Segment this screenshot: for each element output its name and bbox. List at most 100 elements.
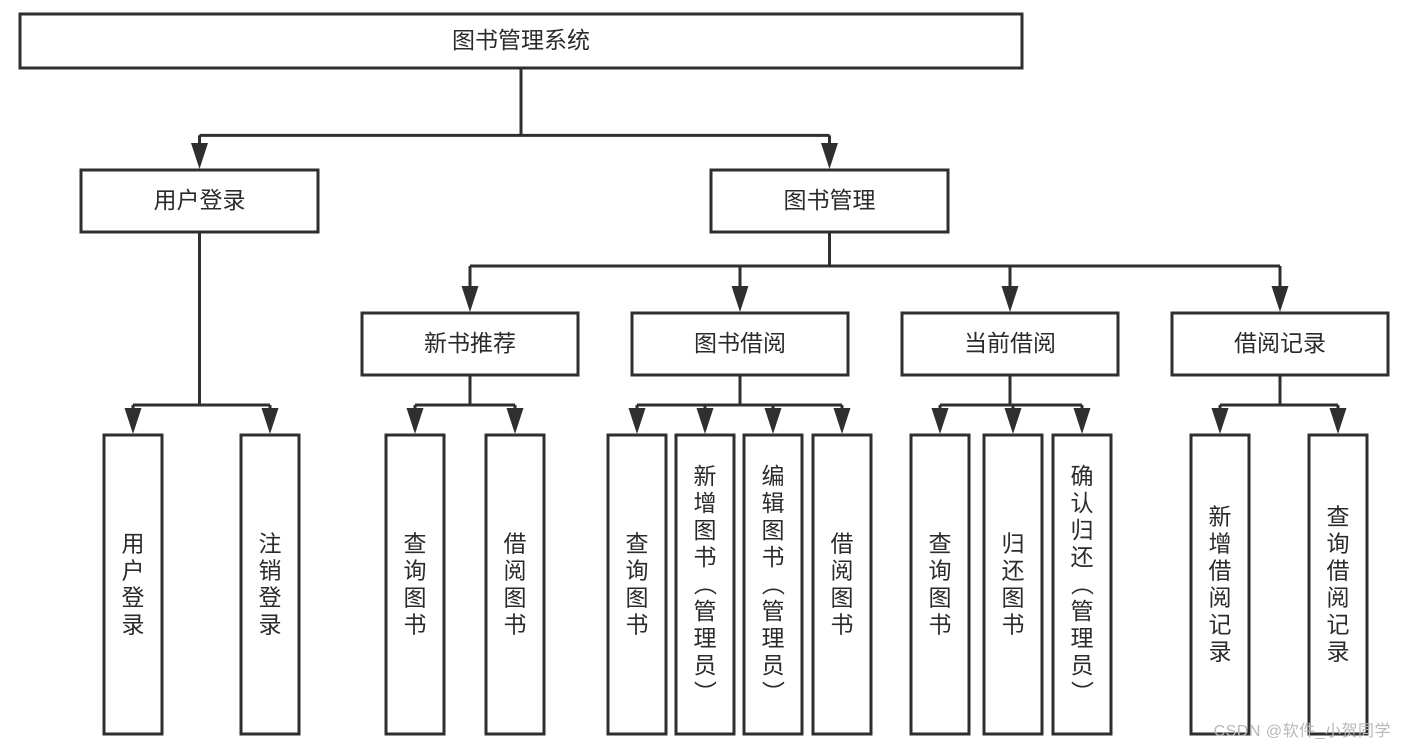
- edge-group-book-borrow: [628, 375, 851, 434]
- edge-group-new-book-recommend: [406, 375, 524, 434]
- node-label-char: 还: [1002, 558, 1025, 584]
- node-label-char: ）: [1069, 681, 1095, 704]
- node-label-char: 书: [504, 612, 527, 638]
- node-label-char: 查: [404, 531, 427, 557]
- node-label-char: 书: [929, 612, 952, 638]
- node-label-char: 书: [831, 612, 854, 638]
- node-root-root[interactable]: 图书管理系统: [18, 12, 1024, 70]
- node-label-char: 员: [762, 652, 785, 678]
- node-label-char: 增: [694, 490, 717, 516]
- node-label-char: 新: [1209, 504, 1232, 530]
- node-label-char: 注: [259, 531, 282, 557]
- node-label-char: 用: [122, 531, 145, 557]
- edge-group-root: [191, 68, 838, 169]
- node-label-char: 书: [404, 612, 427, 638]
- node-label-char: 记: [1209, 612, 1232, 638]
- nodes-layer: 图书管理系统用户登录图书管理新书推荐图书借阅当前借阅借阅记录用户登录注销登录查询…: [18, 12, 1390, 736]
- node-label-char: 归: [1071, 517, 1094, 543]
- node-label-char: 查: [1327, 504, 1350, 530]
- node-label-char: 销: [259, 558, 282, 584]
- node-label-char: 登: [259, 585, 282, 611]
- node-level3-borrow-record[interactable]: 借阅记录: [1170, 311, 1390, 377]
- edge-group-book-manage: [461, 232, 1289, 312]
- node-label-char: 图: [404, 585, 427, 611]
- node-label-char: 借: [1327, 558, 1350, 584]
- node-label-char: （: [692, 573, 718, 596]
- node-label-char: 阅: [504, 558, 527, 584]
- edge-group-user-login: [124, 232, 279, 434]
- watermark-text: CSDN @软件_小贺同学: [1213, 723, 1391, 740]
- node-label-char: 借: [504, 531, 527, 557]
- node-label-char: （: [1069, 573, 1095, 596]
- node-label-char: 管: [1071, 598, 1094, 624]
- node-label-char: 图: [626, 585, 649, 611]
- node-label-char: 新: [694, 463, 717, 489]
- node-label-char: 查: [929, 531, 952, 557]
- node-label: 新书推荐: [424, 330, 516, 356]
- node-label-char: 辑: [762, 490, 785, 516]
- node-label-char: 借: [1209, 558, 1232, 584]
- node-level3-book-borrow[interactable]: 图书借阅: [630, 311, 850, 377]
- edges-layer: [124, 68, 1347, 434]
- node-level3-current-borrow[interactable]: 当前借阅: [900, 311, 1120, 377]
- edge-group-borrow-record: [1211, 375, 1347, 434]
- node-label-char: 理: [694, 625, 717, 651]
- node-label-char: 阅: [1209, 585, 1232, 611]
- node-label-char: 归: [1002, 531, 1025, 557]
- node-label-char: 增: [1209, 531, 1232, 557]
- node-label: 图书借阅: [694, 330, 786, 356]
- node-label-char: 确: [1071, 463, 1094, 489]
- node-label-char: 阅: [831, 558, 854, 584]
- node-label-char: 图: [694, 517, 717, 543]
- node-label-char: 图: [1002, 585, 1025, 611]
- node-label-char: 书: [626, 612, 649, 638]
- node-label: 借阅记录: [1234, 330, 1326, 356]
- node-label-char: 登: [122, 585, 145, 611]
- node-label-char: 书: [694, 544, 717, 570]
- node-label: 图书管理系统: [452, 27, 590, 53]
- node-level3-new-book-recommend[interactable]: 新书推荐: [360, 311, 580, 377]
- node-label-char: 员: [694, 652, 717, 678]
- node-label-char: ）: [692, 681, 718, 704]
- node-label-char: 录: [1327, 639, 1350, 665]
- node-label-char: 询: [1327, 531, 1350, 557]
- node-label-char: 管: [762, 598, 785, 624]
- node-label-char: 借: [831, 531, 854, 557]
- node-label-char: 录: [1209, 639, 1232, 665]
- node-label-char: 编: [762, 463, 785, 489]
- edge-group-current-borrow: [931, 375, 1091, 434]
- node-label-char: 图: [762, 517, 785, 543]
- node-level2-user-login[interactable]: 用户登录: [79, 168, 320, 234]
- node-label-char: 户: [122, 558, 145, 584]
- node-label-char: 阅: [1327, 585, 1350, 611]
- node-label-char: 图: [929, 585, 952, 611]
- node-label-char: 询: [404, 558, 427, 584]
- node-label-char: 管: [694, 598, 717, 624]
- node-label: 当前借阅: [964, 330, 1056, 356]
- node-label-char: 认: [1071, 490, 1094, 516]
- node-leaf-leaf-user-login[interactable]: 用户登录: [102, 433, 164, 736]
- node-label-char: 书: [762, 544, 785, 570]
- node-level2-book-manage[interactable]: 图书管理: [709, 168, 950, 234]
- node-label-char: 录: [122, 612, 145, 638]
- node-label-char: 图: [504, 585, 527, 611]
- node-label-char: 查: [626, 531, 649, 557]
- node-label-char: （: [760, 573, 786, 596]
- node-label-char: 记: [1327, 612, 1350, 638]
- node-label-char: 书: [1002, 612, 1025, 638]
- node-label-char: 录: [259, 612, 282, 638]
- node-label-char: 理: [762, 625, 785, 651]
